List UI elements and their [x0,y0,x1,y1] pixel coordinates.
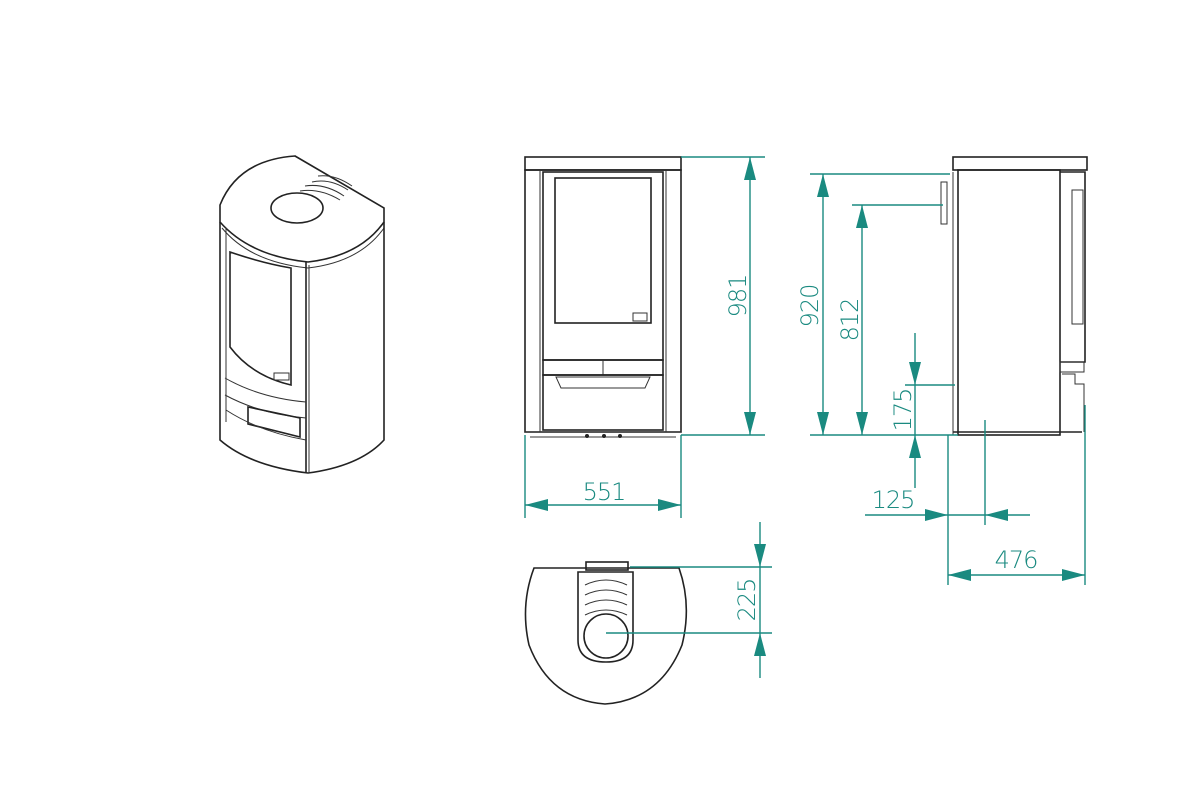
front-view [524,156,682,438]
dim-flue-height: 812 [836,299,864,342]
dim-flue-offset: 125 [872,486,915,514]
side-view [940,156,1088,436]
dim-side-depth: 476 [995,546,1038,574]
dim-top-flue-offset: 225 [733,579,761,622]
dimension-lines [524,156,1086,678]
top-view [524,561,688,705]
dim-air-inlet-height: 175 [889,389,917,432]
dim-side-total-height: 920 [796,285,824,328]
dim-front-height: 981 [724,275,752,318]
dim-front-width: 551 [583,478,626,506]
dimension-labels: 981 551 920 812 175 125 476 225 [583,275,1039,622]
perspective-view [219,155,385,474]
